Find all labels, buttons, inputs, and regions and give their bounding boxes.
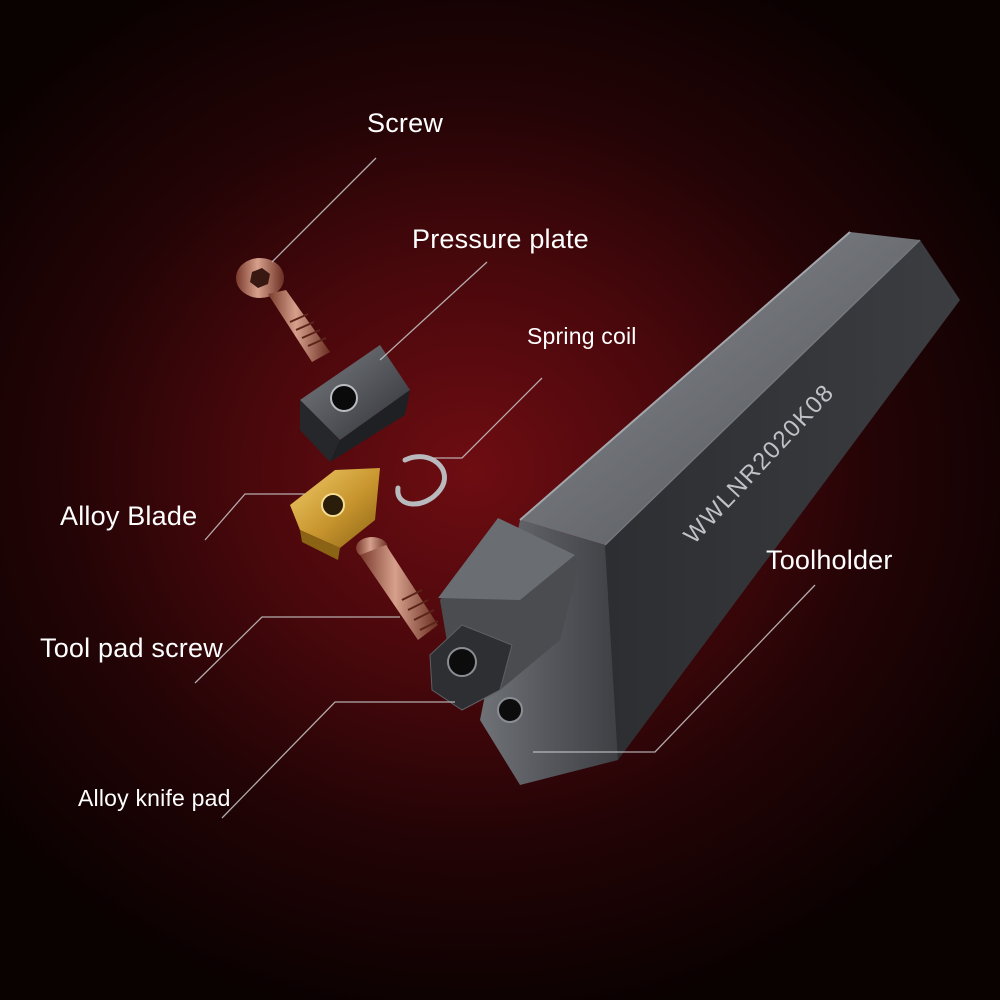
screw xyxy=(236,258,330,362)
leader-pressure-plate xyxy=(380,262,487,360)
label-toolholder: Toolholder xyxy=(766,545,893,576)
label-screw: Screw xyxy=(367,108,443,139)
toolholder: WWLNR2020K08 xyxy=(430,232,960,785)
leader-spring-coil xyxy=(432,378,542,458)
leader-alloy-knife-pad xyxy=(222,702,455,818)
plate-hole xyxy=(331,385,357,411)
holder-hole xyxy=(498,698,522,722)
knife-pad-hole xyxy=(448,648,476,676)
label-alloy-blade: Alloy Blade xyxy=(60,501,197,532)
label-pressure-plate: Pressure plate xyxy=(412,224,589,255)
leader-alloy-blade xyxy=(205,494,305,540)
tool-pad-screw xyxy=(356,537,438,640)
label-tool-pad-screw: Tool pad screw xyxy=(40,633,223,664)
spring-coil-shape xyxy=(398,457,445,504)
spring-coil xyxy=(398,457,445,504)
leader-tool-pad-screw xyxy=(195,617,400,683)
label-alloy-knife-pad: Alloy knife pad xyxy=(78,785,231,812)
label-spring-coil: Spring coil xyxy=(527,323,637,350)
leader-screw xyxy=(272,158,376,262)
pressure-plate xyxy=(300,345,410,462)
blade-hole xyxy=(322,494,344,516)
screw-shank xyxy=(268,290,330,362)
